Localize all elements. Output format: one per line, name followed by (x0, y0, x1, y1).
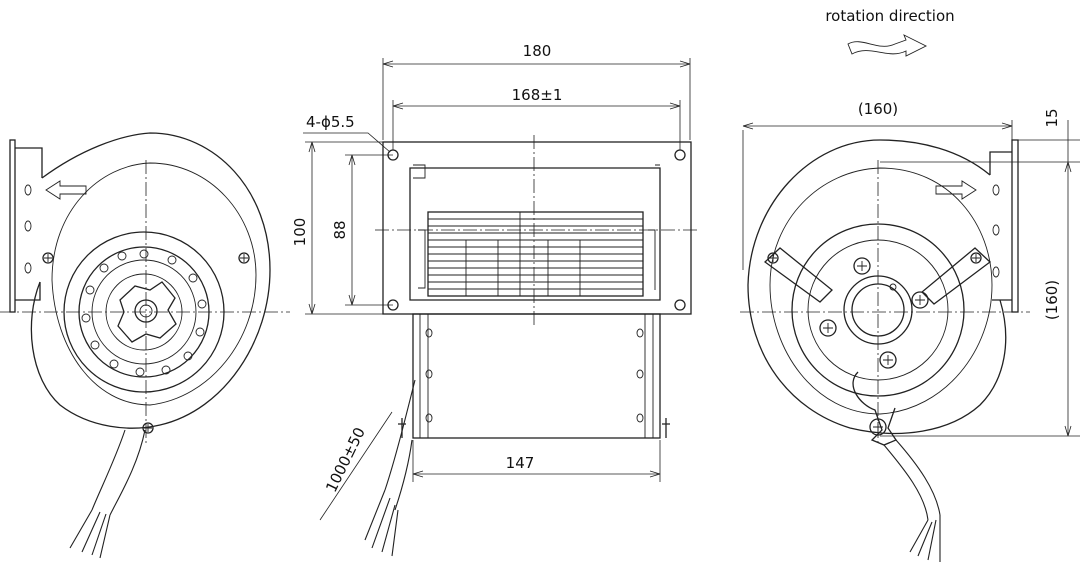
dim-mount-holes: 4-ϕ5.5 (306, 113, 355, 131)
airflow-arrow-icon (935, 180, 977, 200)
right-view (740, 34, 1080, 562)
dim-side-height: (160) (1043, 280, 1061, 320)
rotation-arrow-icon (847, 34, 928, 57)
dim-flange-offset: 15 (1043, 108, 1061, 127)
dim-housing-width: 147 (506, 454, 535, 472)
dim-hole-spacing-width: 168±1 (512, 86, 563, 104)
left-view (0, 132, 290, 559)
rotation-direction-label: rotation direction (825, 7, 954, 25)
dim-overall-width: 180 (523, 42, 552, 60)
center-view (303, 58, 700, 557)
dim-overall-height: 100 (291, 218, 309, 247)
dim-cable-length: 1000±50 (322, 424, 369, 495)
dim-side-width: (160) (858, 100, 898, 118)
dim-hole-spacing-height: 88 (331, 220, 349, 239)
airflow-arrow-icon (45, 180, 87, 200)
